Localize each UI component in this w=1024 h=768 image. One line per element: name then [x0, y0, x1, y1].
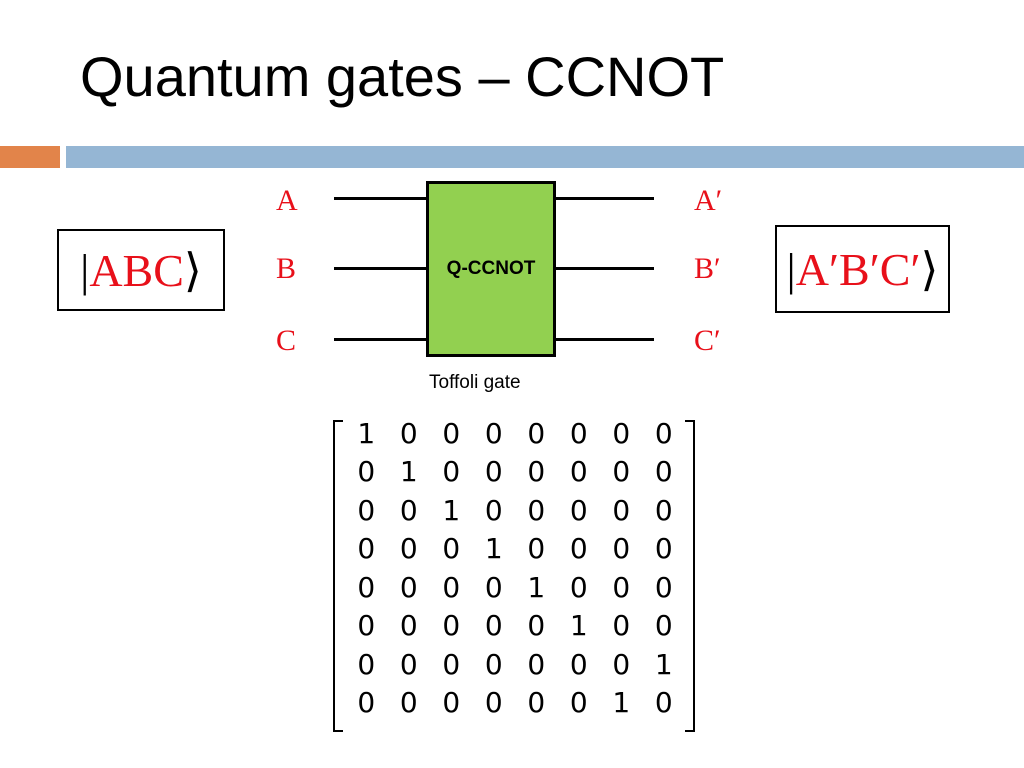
matrix-cell: 0 — [357, 455, 376, 489]
output-label-b: B′ — [694, 252, 721, 285]
matrix-cell: 0 — [654, 416, 673, 450]
matrix-cell: 0 — [569, 570, 588, 604]
matrix-cell: 0 — [399, 570, 418, 604]
ket-close: ⟩ — [183, 245, 202, 296]
input-state-box: |ABC⟩ — [57, 229, 225, 311]
matrix-cell: 0 — [442, 647, 461, 681]
matrix-cell: 0 — [527, 647, 546, 681]
matrix-cell: 0 — [484, 416, 503, 450]
output-wire-b — [554, 267, 654, 270]
matrix-cell: 1 — [484, 532, 503, 566]
output-wire-a — [554, 197, 654, 200]
input-wire-b — [334, 267, 428, 270]
matrix-cell: 0 — [612, 609, 631, 643]
output-wire-c — [554, 338, 654, 341]
matrix-cell: 0 — [484, 455, 503, 489]
matrix-cell: 0 — [527, 532, 546, 566]
matrix-cell: 0 — [484, 686, 503, 720]
matrix-cell: 0 — [612, 455, 631, 489]
matrix-cell: 0 — [357, 686, 376, 720]
matrix-cell: 0 — [569, 455, 588, 489]
matrix-cell: 1 — [527, 570, 546, 604]
input-label-c: C — [276, 324, 297, 357]
ket-open: | — [80, 244, 90, 296]
matrix-cell: 0 — [654, 532, 673, 566]
matrix-cell: 0 — [399, 493, 418, 527]
matrix-cell: 0 — [357, 493, 376, 527]
matrix-cell: 0 — [399, 686, 418, 720]
matrix-cell: 0 — [654, 609, 673, 643]
output-label-a: A′ — [694, 184, 723, 217]
matrix-cell: 1 — [612, 686, 631, 720]
matrix-bracket-right — [685, 420, 695, 732]
output-state-label: A′B′C′ — [795, 243, 921, 295]
output-label-c: C′ — [694, 324, 721, 357]
matrix-cell: 0 — [399, 609, 418, 643]
input-state-label: ABC — [89, 244, 184, 296]
input-wire-c — [334, 338, 428, 341]
matrix-cell: 0 — [527, 686, 546, 720]
accent-bar-blue — [66, 146, 1024, 168]
matrix-cell: 0 — [399, 647, 418, 681]
matrix-cell: 0 — [484, 570, 503, 604]
matrix-cell: 0 — [654, 455, 673, 489]
matrix-cell: 0 — [654, 570, 673, 604]
matrix-cell: 0 — [357, 647, 376, 681]
matrix-cell: 0 — [612, 532, 631, 566]
input-label-b: B — [276, 252, 297, 285]
matrix-cell: 0 — [357, 609, 376, 643]
matrix-cell: 0 — [569, 686, 588, 720]
matrix-cell: 0 — [654, 686, 673, 720]
matrix-cell: 0 — [569, 416, 588, 450]
matrix-cell: 0 — [399, 532, 418, 566]
slide-title: Quantum gates – CCNOT — [80, 45, 725, 108]
matrix-cell: 0 — [527, 493, 546, 527]
matrix-cell: 0 — [442, 686, 461, 720]
matrix-cell: 1 — [442, 493, 461, 527]
matrix-cell: 0 — [612, 416, 631, 450]
matrix-cell: 0 — [527, 609, 546, 643]
matrix-cell: 0 — [527, 455, 546, 489]
matrix-cell: 0 — [569, 532, 588, 566]
matrix-cell: 0 — [612, 570, 631, 604]
ket-close: ⟩ — [920, 244, 939, 295]
matrix-cell: 0 — [484, 493, 503, 527]
matrix-cell: 0 — [399, 416, 418, 450]
accent-bar-orange — [0, 146, 60, 168]
gate-caption: Toffoli gate — [429, 372, 521, 393]
matrix-cell: 0 — [569, 493, 588, 527]
matrix-cell: 0 — [569, 647, 588, 681]
output-state-box: |A′B′C′⟩ — [775, 225, 950, 313]
input-wire-a — [334, 197, 428, 200]
matrix-cell: 0 — [442, 532, 461, 566]
matrix-cell: 0 — [654, 493, 673, 527]
matrix-bracket-left — [333, 420, 343, 732]
matrix-cell: 0 — [442, 416, 461, 450]
matrix-cell: 0 — [442, 455, 461, 489]
matrix-cell: 0 — [442, 609, 461, 643]
gate-label: Q-CCNOT — [446, 258, 536, 279]
ccnot-gate: Q-CCNOT — [426, 181, 556, 357]
ket-open: | — [786, 243, 796, 295]
matrix-cell: 0 — [612, 493, 631, 527]
matrix-cell: 0 — [357, 532, 376, 566]
matrix-cell: 0 — [484, 609, 503, 643]
matrix-cell: 1 — [654, 647, 673, 681]
matrix-cell: 0 — [484, 647, 503, 681]
matrix-cell: 1 — [357, 416, 376, 450]
matrix-cell: 0 — [357, 570, 376, 604]
input-label-a: A — [276, 184, 298, 217]
matrix-cell: 0 — [612, 647, 631, 681]
matrix-cell: 1 — [399, 455, 418, 489]
matrix-cell: 0 — [527, 416, 546, 450]
matrix-cell: 0 — [442, 570, 461, 604]
matrix-cell: 1 — [569, 609, 588, 643]
